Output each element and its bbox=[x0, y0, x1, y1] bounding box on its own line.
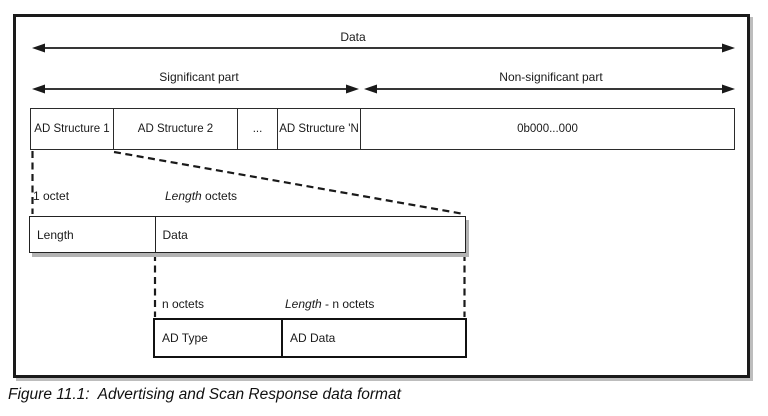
ad-type-data-box: AD Type AD Data bbox=[153, 318, 467, 358]
length-cell: Length bbox=[37, 227, 74, 242]
ad-type-size-label: n octets bbox=[162, 297, 205, 311]
ad-structure-ellipsis-cell: ... bbox=[237, 109, 277, 149]
ad-structure-1-cell: AD Structure 1 bbox=[34, 123, 110, 135]
ad-data-size-label: Length - n octets bbox=[285, 297, 374, 311]
non-significant-part-label: Non-significant part bbox=[499, 70, 603, 84]
length-data-box: Length Data bbox=[29, 216, 466, 253]
ad-structure-n-cell: AD Structure 'N bbox=[277, 109, 360, 149]
ad-structure-2-cell: AD Structure 2 bbox=[113, 109, 237, 149]
minus-n-octets-words: - n octets bbox=[321, 297, 375, 311]
data-arrow-label: Data bbox=[340, 30, 366, 44]
ad-type-cell: AD Type bbox=[162, 331, 208, 345]
length-italic-word: Length bbox=[165, 189, 202, 203]
non-significant-zeros-cell: 0b000...000 bbox=[360, 109, 734, 149]
data-cell: Data bbox=[154, 217, 466, 252]
length-field-size-label: 1 octet bbox=[33, 189, 70, 203]
data-field-size-label: Length octets bbox=[165, 189, 237, 203]
octets-word: octets bbox=[201, 189, 238, 203]
ad-data-cell: AD Data bbox=[281, 320, 465, 356]
significant-part-label: Significant part bbox=[159, 70, 239, 84]
figure-caption: Figure 11.1: Advertising and Scan Respon… bbox=[8, 386, 401, 403]
ad-structure-row: AD Structure 1 AD Structure 2 ... AD Str… bbox=[30, 108, 735, 150]
length-italic-word: Length bbox=[285, 297, 322, 311]
